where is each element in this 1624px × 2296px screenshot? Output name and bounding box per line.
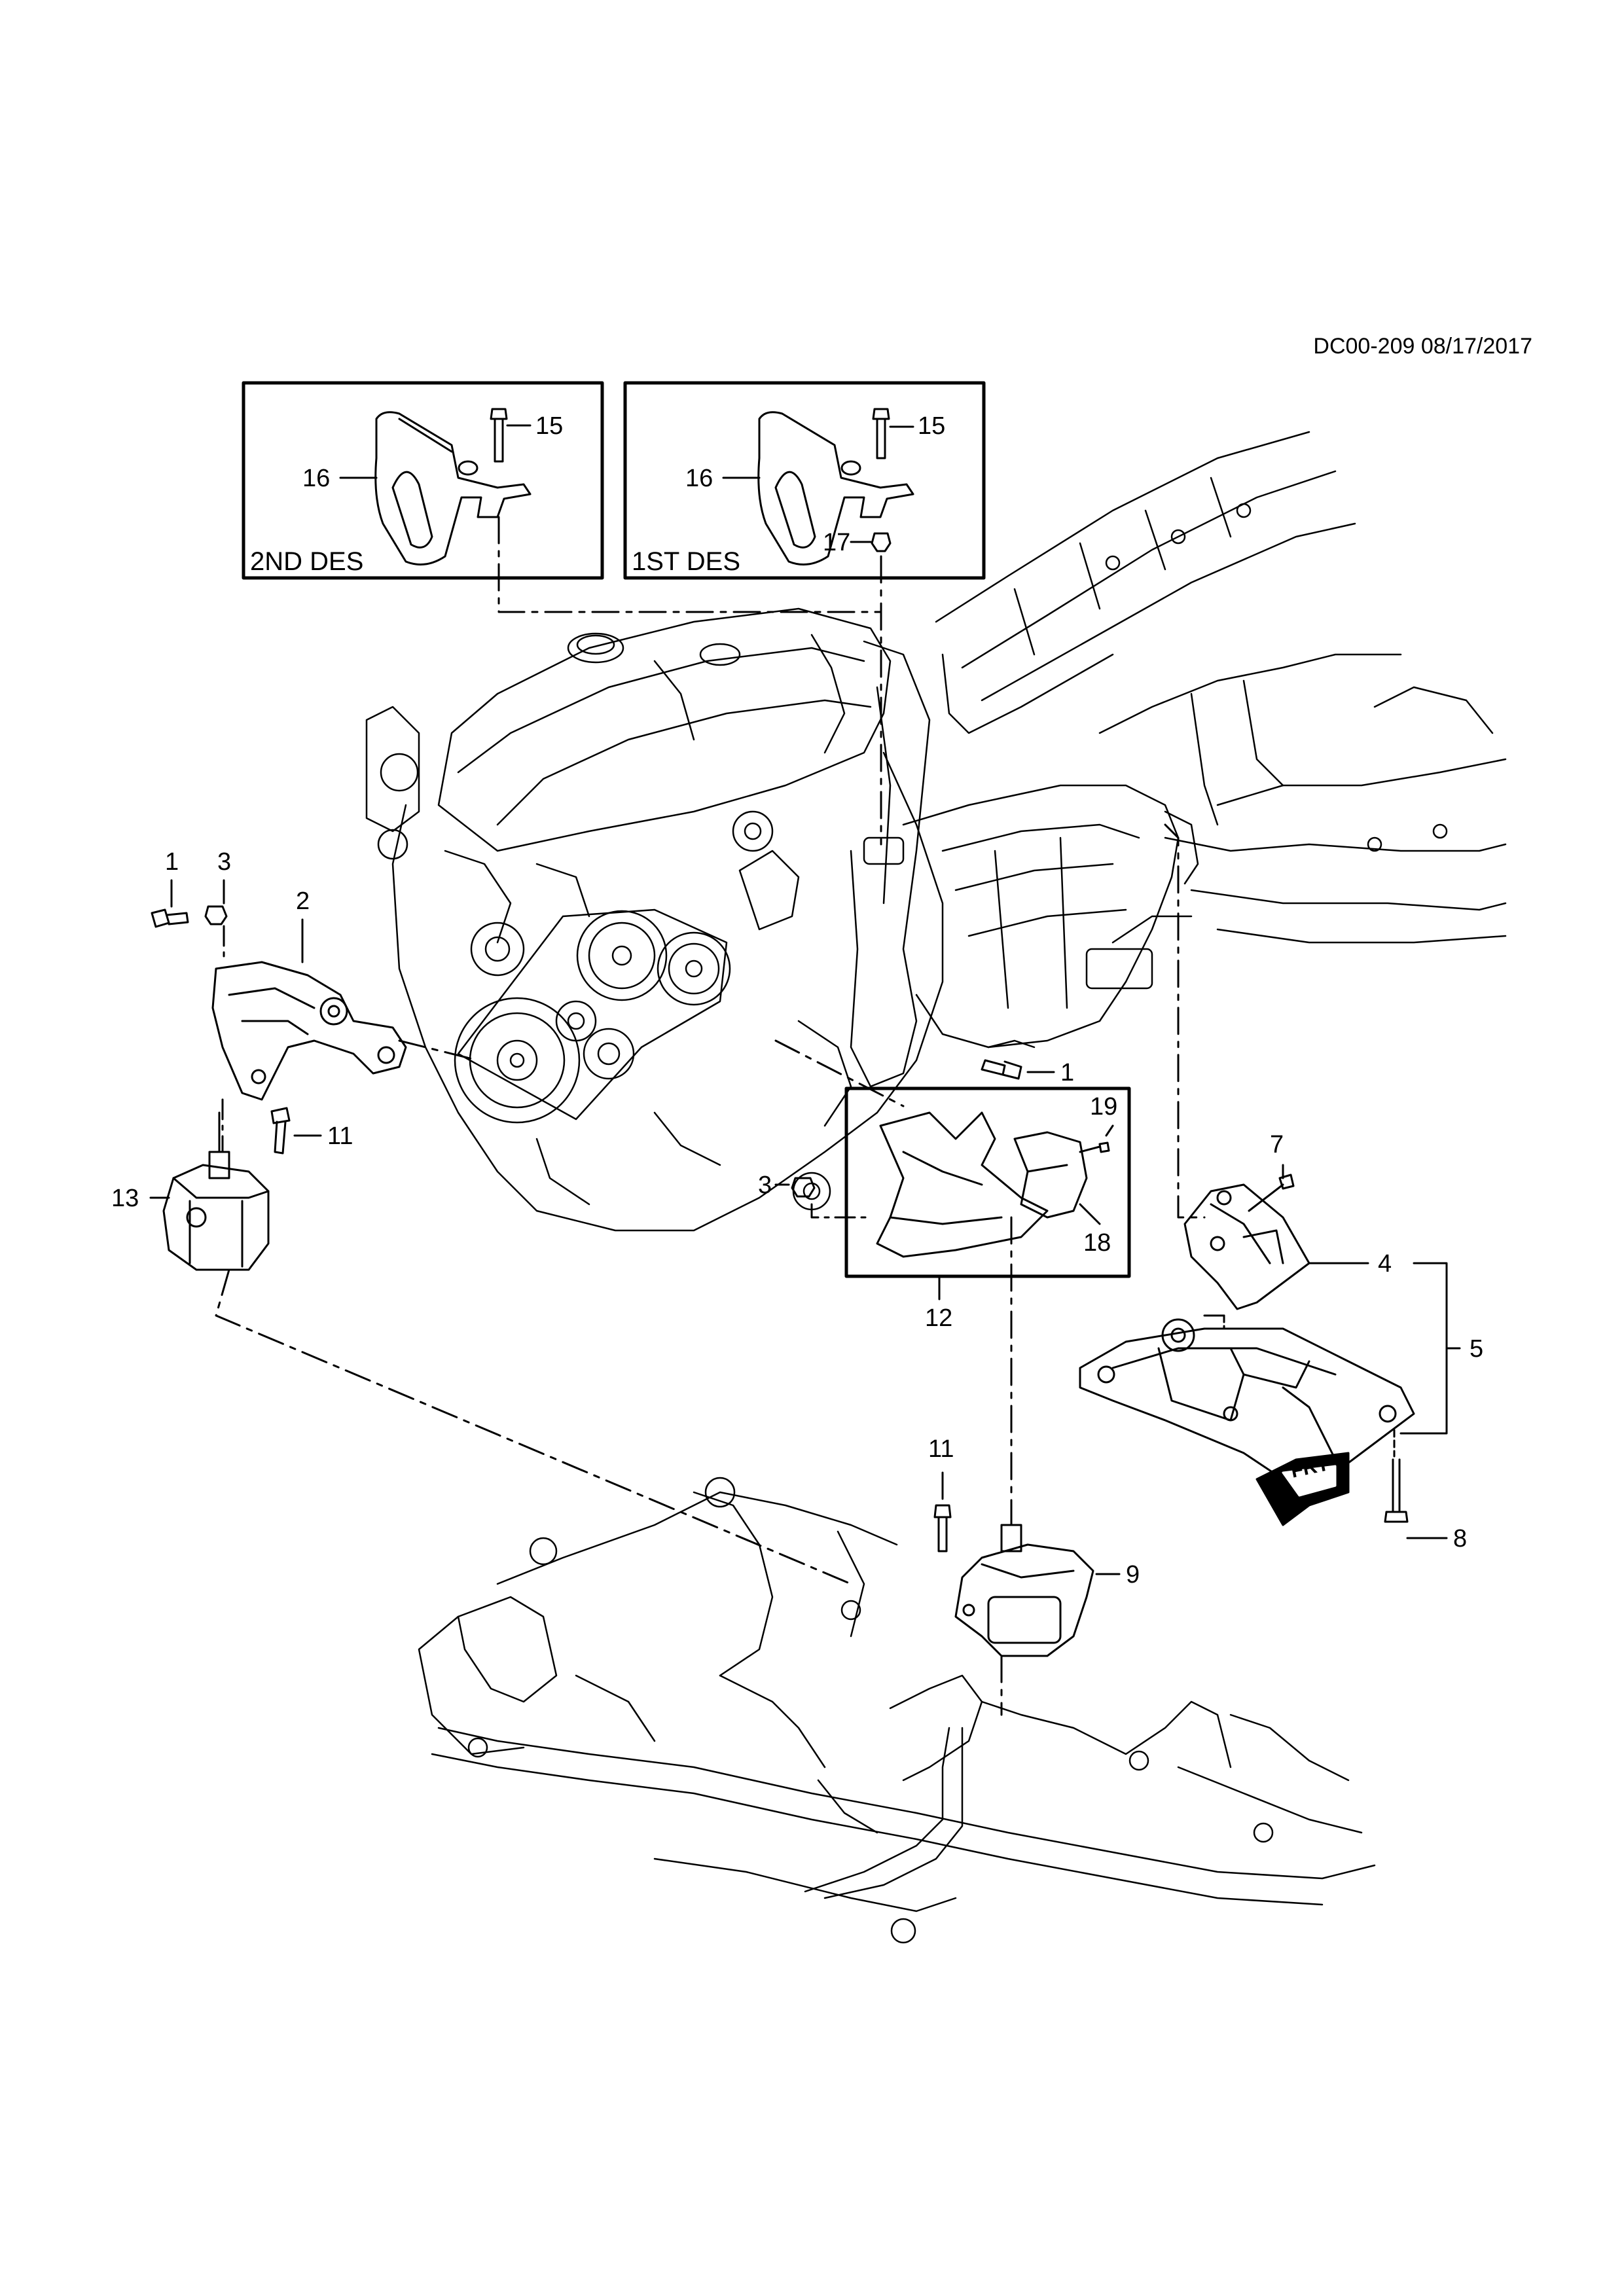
callout-12: 12 [925,1304,953,1332]
front-subframe [418,1477,1376,1944]
crossmember-5 [1079,1318,1415,1487]
engine-mount-9 [954,1504,1094,1657]
callout-15-1st-des: 15 [918,412,946,440]
bolt-7 [1248,1174,1295,1212]
callout-1-mid: 1 [1060,1059,1075,1086]
nut-3-left [204,905,228,925]
inset-box-12 [844,1086,1131,1278]
shield-18 [1013,1131,1088,1219]
callout-11-left: 11 [327,1122,353,1150]
inset-label-1st-des: 1ST DES [632,547,740,576]
callout-17: 17 [823,529,851,556]
callout-4: 4 [1378,1250,1392,1278]
callout-1-top: 1 [165,848,179,876]
callout-2: 2 [296,888,310,915]
callout-11-lower: 11 [928,1435,954,1463]
callout-8: 8 [1453,1525,1468,1552]
mount-bracket-4 [1183,1183,1310,1310]
nut-17 [850,532,892,552]
callout-15-2nd-des: 15 [535,412,564,440]
bolt-11-lower [933,1504,952,1552]
callout-3-top: 3 [217,848,232,876]
heat-shield-12 [876,1111,1049,1258]
callout-7: 7 [1270,1131,1284,1158]
bolt-11-left [270,1107,291,1155]
bolt-8 [1384,1458,1409,1523]
callout-16-1st-des: 16 [685,465,713,492]
bolt-15-1st-des [872,408,914,459]
callout-13: 13 [111,1185,139,1212]
bolt-1-mid [981,1059,1055,1080]
callout-9: 9 [1126,1561,1140,1588]
bolt-1-left [151,908,189,928]
body-floor-structure [935,431,1507,944]
nut-3-mid [791,1177,816,1198]
callout-19: 19 [1090,1093,1118,1121]
engine-mount-bracket-2 [211,961,407,1101]
bracket-16-2nd-des [374,411,532,565]
callout-3-mid: 3 [758,1172,772,1199]
callout-16-2nd-des: 16 [302,465,331,492]
callout-18: 18 [1083,1229,1111,1257]
inset-label-2nd-des: 2ND DES [250,547,364,576]
engine-assembly [365,607,944,1232]
diagram-code: DC00-209 08/17/2017 [1313,334,1532,359]
bracket-16-1st-des [757,411,914,565]
bolt-15-2nd-des [490,408,532,463]
screw-19 [1079,1141,1110,1153]
inset-box-2nd-des [242,381,604,580]
front-direction-arrow [1255,1452,1350,1526]
inset-box-1st-des [623,381,986,580]
callout-5: 5 [1470,1335,1484,1363]
engine-mount-13 [162,1111,270,1271]
